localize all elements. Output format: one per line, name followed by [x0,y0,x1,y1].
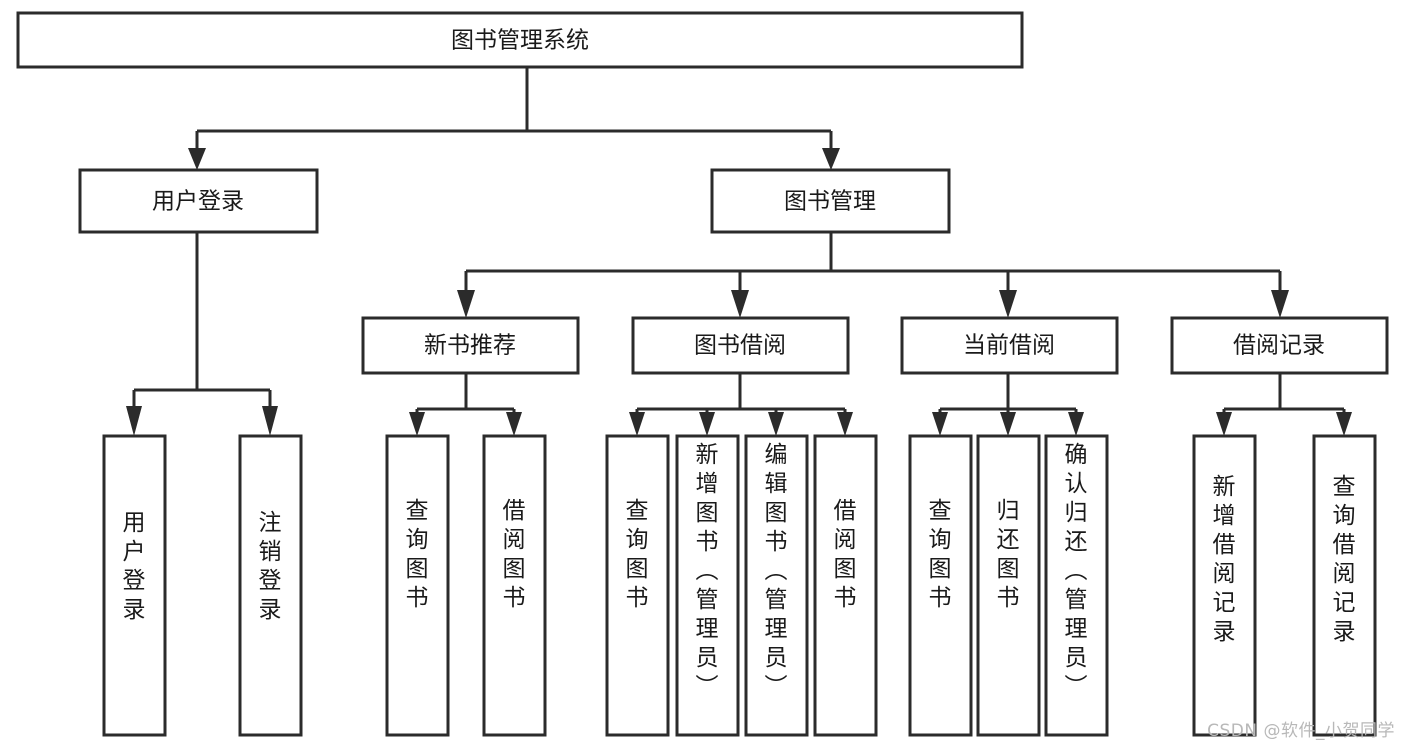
node-new-book-recommend-box [361,316,580,375]
node-current-borrow-box [900,316,1119,375]
leaf-currentborrow-query-box [908,434,973,737]
leaf-bookborrow-add-box [675,434,740,737]
node-book-management[interactable]: 图书管理 [710,168,951,234]
leaf-borrowrecord-add-label: 新增借阅记录 [1213,474,1236,645]
node-root-label: 图书管理系统 [451,28,589,54]
node-new-book-recommend-label: 新书推荐 [424,333,516,359]
node-borrow-record-box [1170,316,1389,375]
node-borrow-record-label: 借阅记录 [1233,333,1325,359]
leaf-borrowrecord-query-box [1312,434,1377,737]
node-book-management-label: 图书管理 [784,189,876,215]
node-book-borrow-box [631,316,850,375]
leaf-bookborrow-borrow-box [813,434,878,737]
node-user-login[interactable]: 用户登录 [78,168,319,234]
leaf-currentborrow-query-label: 查询图书 [929,498,952,611]
arrow-head-leaf-currentborrow-1 [1000,412,1016,436]
leaf-node-bookborrow-add[interactable]: 新增图书︵管理员︶ [675,434,740,737]
leaf-user-login-logout-label: 注销登录 [259,510,282,623]
leaf-currentborrow-confirm-box [1044,434,1109,737]
connector-group-new-book [409,373,522,436]
arrow-head-leaf-bookborrow-2 [768,412,784,436]
leaf-newbook-query-label: 查询图书 [406,498,429,611]
connector-group-book-mgmt [457,232,1289,318]
arrow-head-new-book [457,290,475,318]
leaf-node-currentborrow-query[interactable]: 查询图书 [908,434,973,737]
leaf-node-bookborrow-query[interactable]: 查询图书 [605,434,670,737]
leaf-borrowrecord-add-box [1192,434,1257,737]
connector-group-borrow-record [1216,374,1352,436]
arrow-head-leaf-newbook-1 [506,412,522,436]
leaf-newbook-borrow-box [482,434,547,737]
leaf-node-bookborrow-edit[interactable]: 编辑图书︵管理员︶ [744,434,809,737]
leaf-currentborrow-return-box [976,434,1041,737]
arrow-head-borrow-record [1271,290,1289,318]
leaf-user-login-logout-box [238,434,303,737]
arrow-head-current-borrow [999,290,1017,318]
leaf-node-currentborrow-confirm[interactable]: 确认归还︵管理员︶ [1044,434,1109,737]
leaf-node-currentborrow-return[interactable]: 归还图书 [976,434,1041,737]
connector-group-book-borrow [629,373,853,436]
leaf-bookborrow-edit-box [744,434,809,737]
node-root-library-system[interactable]: 图书管理系统 [16,11,1024,69]
leaf-bookborrow-query-box [605,434,670,737]
leaf-node-borrowrecord-add[interactable]: 新增借阅记录 [1192,434,1257,737]
arrow-head-leaf-bookborrow-3 [837,412,853,436]
leaf-newbook-borrow-label: 借阅图书 [503,498,526,611]
leaf-node-newbook-borrow[interactable]: 借阅图书 [482,434,547,737]
leaf-user-login-login-box [102,434,167,737]
arrow-head-leaf-bookborrow-1 [699,412,715,436]
leaf-newbook-query-box [385,434,450,737]
leaf-borrowrecord-query-label: 查询借阅记录 [1333,474,1356,645]
arrow-head-user-login [188,148,206,170]
leaf-node-newbook-query[interactable]: 查询图书 [385,434,450,737]
node-current-borrow[interactable]: 当前借阅 [900,316,1119,375]
node-current-borrow-label: 当前借阅 [963,333,1055,359]
leaf-currentborrow-return-label: 归还图书 [997,498,1020,611]
arrow-head-leaf-borrowrecord-0 [1216,412,1232,436]
leaf-bookborrow-query-label: 查询图书 [626,498,649,611]
node-user-login-box [78,168,319,234]
leaf-user-login-login-label: 用户登录 [123,510,146,623]
node-new-book-recommend[interactable]: 新书推荐 [361,316,580,375]
node-book-management-box [710,168,951,234]
connector-group-current-borrow [932,373,1084,436]
arrow-head-leaf-borrowrecord-1 [1336,412,1352,436]
leaf-currentborrow-confirm-label: 确认归还︵管理员︶ [1065,442,1088,700]
node-book-borrow[interactable]: 图书借阅 [631,316,850,375]
node-book-borrow-label: 图书借阅 [694,333,786,359]
leaf-node-user-login-logout[interactable]: 注销登录 [238,434,303,737]
node-root-box [16,11,1024,69]
arrow-head-leaf-bookborrow-0 [629,412,645,436]
leaf-node-borrowrecord-query[interactable]: 查询借阅记录 [1312,434,1377,737]
leaf-bookborrow-edit-label: 编辑图书︵管理员︶ [765,442,788,700]
node-user-login-label: 用户登录 [152,189,244,215]
arrow-head-leaf-user-login-1 [262,406,278,436]
arrow-head-book-borrow [731,290,749,318]
connector-group-user-login [126,232,278,436]
arrow-head-leaf-user-login-0 [126,406,142,436]
arrow-head-leaf-newbook-0 [409,412,425,436]
leaf-bookborrow-borrow-label: 借阅图书 [834,498,857,611]
arrow-head-book-mgmt [822,148,840,170]
leaf-node-user-login-login[interactable]: 用户登录 [102,434,167,737]
connector-group-root [188,67,840,170]
node-borrow-record[interactable]: 借阅记录 [1170,316,1389,375]
arrow-head-leaf-currentborrow-0 [932,412,948,436]
leaf-bookborrow-add-label: 新增图书︵管理员︶ [696,442,719,700]
leaf-node-bookborrow-borrow[interactable]: 借阅图书 [813,434,878,737]
arrow-head-leaf-currentborrow-2 [1068,412,1084,436]
